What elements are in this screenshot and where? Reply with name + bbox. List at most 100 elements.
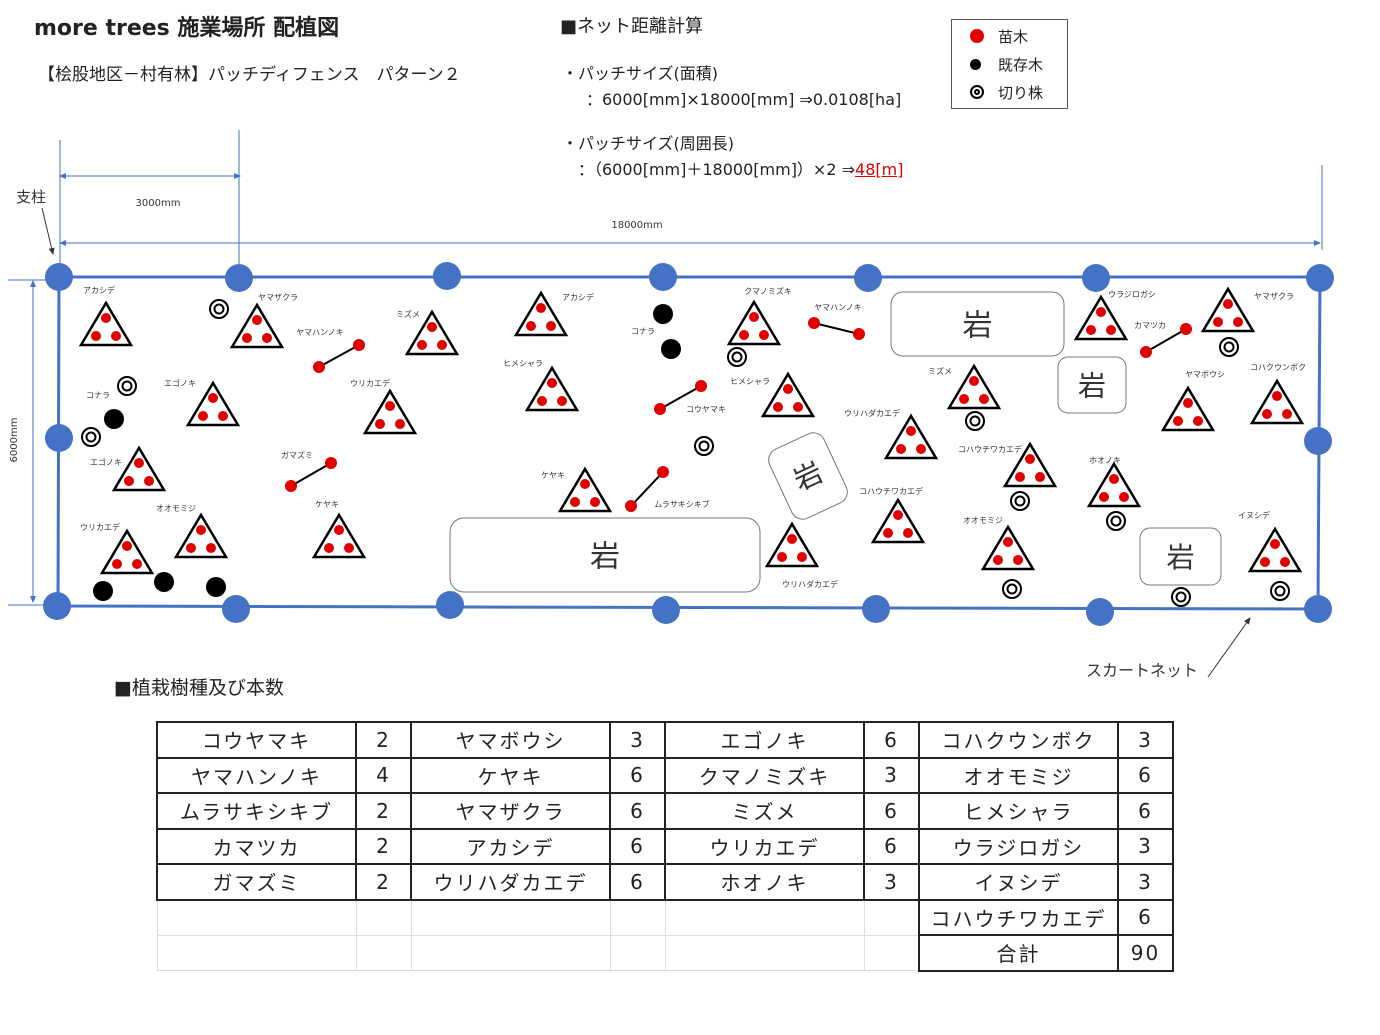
seedling-dot [313, 361, 325, 373]
seedling-dot [657, 466, 669, 478]
tree-species-label: アカシデ [83, 285, 115, 295]
species-name: ミズメ [664, 792, 865, 830]
seedling-dot [122, 541, 132, 551]
rock-label: 岩 [1166, 541, 1194, 574]
seedling-dot [1025, 454, 1035, 464]
existing-tree [653, 304, 673, 324]
net-heading: ■ネット距離計算 [560, 16, 704, 37]
seedling-dot [959, 394, 969, 404]
species-count: 2 [355, 863, 412, 901]
species-name: ウリハダカエデ [410, 863, 611, 901]
tree-species-label: オオモミジ [963, 516, 1003, 525]
seedling-dot [969, 376, 979, 386]
seedling-dot [547, 378, 557, 388]
fence-post [45, 263, 73, 291]
dimension-label: 18000mm [611, 220, 662, 231]
rock [890, 291, 1065, 357]
species-name [156, 934, 357, 971]
seedling-dot [208, 393, 218, 403]
species-count: 6 [609, 827, 666, 865]
seedling-group-triangle [1247, 526, 1303, 573]
seedling-dot [344, 543, 354, 553]
species-count: 6 [863, 721, 920, 759]
seedling-group-triangle [78, 300, 134, 347]
seedling-dot [1119, 492, 1129, 502]
stump-icon-inner [1014, 495, 1026, 507]
seedling-pair-link [813, 322, 860, 335]
species-name: ケヤキ [410, 756, 611, 794]
seedling-dot [1003, 537, 1013, 547]
seedling-dot [262, 333, 272, 343]
seedling-dot [132, 559, 142, 569]
skirt-net-label: スカートネット [1086, 661, 1198, 680]
tree-species-label: ウリカエデ [350, 378, 390, 388]
species-name: オオモミジ [918, 756, 1119, 794]
species-name: ウリカエデ [664, 827, 865, 865]
seedling-dot [537, 396, 547, 406]
species-count [355, 899, 412, 936]
species-name: カマツカ [156, 827, 357, 865]
tree-species-label: ヒメシャラ [503, 359, 543, 368]
stump-icon-inner [969, 415, 981, 427]
existing-tree [154, 572, 174, 592]
species-count: 2 [355, 721, 412, 759]
tree-species-label: ヤマザクラ [1254, 292, 1294, 301]
tree-species-label: ヤマハンノキ [296, 328, 344, 337]
seedling-dot [773, 402, 783, 412]
seedling-group-triangle [1073, 294, 1129, 341]
perimeter-label: ・パッチサイズ(周囲長) [562, 134, 735, 153]
species-name: コウヤマキ [156, 721, 357, 759]
seedling-dot [1099, 492, 1109, 502]
seedling-dot [112, 559, 122, 569]
species-count [355, 934, 412, 971]
species-name [156, 899, 357, 936]
area-label: ・パッチサイズ(面積) [562, 64, 719, 83]
seedling-dot [1173, 416, 1183, 426]
page-title: more trees 施業場所 配植図 [34, 16, 340, 41]
tree-species-label: ウラジロガシ [1108, 289, 1156, 299]
tree-species-label: ウリハダカエデ [844, 408, 900, 418]
tree-species-label: コウヤマキ [686, 405, 726, 414]
seedling-group-triangle [1249, 378, 1305, 425]
seedling-group-triangle [1160, 385, 1216, 432]
tree-species-label: ガマズミ [281, 450, 313, 460]
fence-post [854, 264, 882, 292]
species-count [609, 899, 666, 936]
legend-existing: 既存木 [952, 50, 1067, 78]
seedling-dot [979, 394, 989, 404]
seedling-dot [186, 543, 196, 553]
species-count: 6 [1117, 756, 1174, 794]
species-name: ムラサキシキブ [156, 792, 357, 830]
seedling-dot [1272, 391, 1282, 401]
tree-species-label: クマノミズキ [744, 286, 792, 296]
species-count: 3 [1117, 827, 1174, 865]
tree-species-label: ヤマボウシ [1185, 370, 1225, 379]
legend-seedling: 苗木 [952, 22, 1067, 50]
stump-icon [1219, 337, 1239, 357]
species-name: イヌシデ [918, 863, 1119, 901]
tree-species-label: ケヤキ [315, 500, 339, 509]
seedling-dot [777, 552, 787, 562]
seedling-dot [242, 333, 252, 343]
rock [1057, 356, 1127, 414]
species-count: 6 [609, 863, 666, 901]
seedling-dot [1015, 472, 1025, 482]
seedling-dot [1183, 398, 1193, 408]
seedling-dot [1233, 317, 1243, 327]
seedling-group-triangle [524, 365, 580, 412]
fence-post [436, 591, 464, 619]
seedling-pair-link [290, 462, 332, 487]
seedling-group-triangle [764, 521, 820, 568]
seedling-group-triangle [1086, 461, 1142, 508]
seedling-group-triangle [870, 497, 926, 544]
seedling-dot [124, 476, 134, 486]
seedling-dot [1282, 409, 1292, 419]
perimeter-formula: ：（6000[mm]＋18000[mm]）×2 ⇒ [578, 160, 856, 179]
seedling-dot [196, 525, 206, 535]
seedling-dot [206, 543, 216, 553]
seedling-dot [1223, 299, 1233, 309]
seedling-group-triangle [185, 380, 241, 427]
seedling-dot [695, 380, 707, 392]
